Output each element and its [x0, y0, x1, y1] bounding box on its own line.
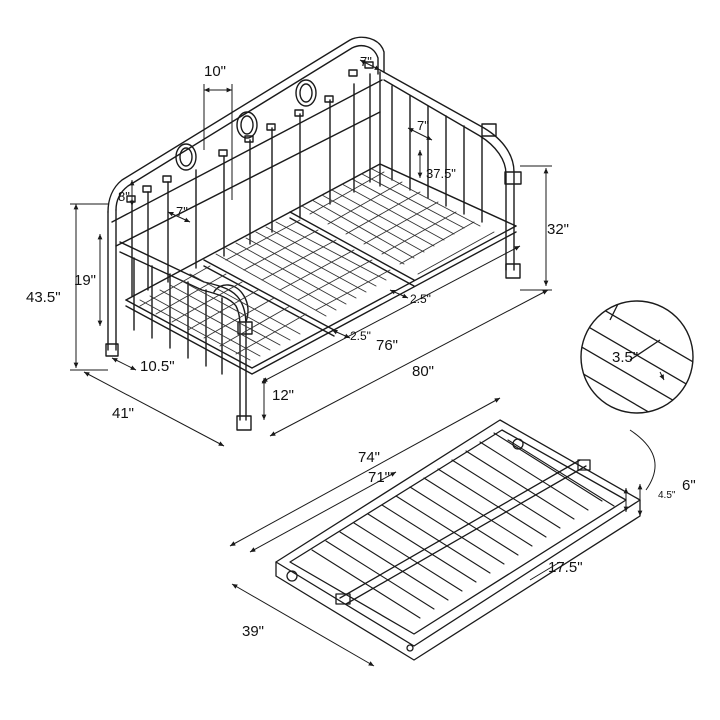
right-post-foot — [505, 263, 521, 279]
back-medallions — [175, 79, 317, 171]
dim-total-height: 43.5" — [26, 289, 61, 306]
deck-front-rail — [125, 225, 517, 369]
right-arm-rail-inner — [383, 79, 507, 271]
back-mid-rail — [115, 111, 381, 247]
right-arm-spindles — [391, 85, 483, 223]
dim-seat-height: 19" — [74, 272, 96, 289]
back-lower-rail — [111, 79, 383, 223]
front-arm-curl — [213, 284, 249, 323]
dim-arm-height: 32" — [547, 221, 569, 238]
trundle-dimension-labels: 3.5" 74" 71" 6" 4.5" 17.5" 39" — [242, 349, 696, 640]
right-arm-cap — [481, 123, 497, 137]
dim-rail-side-gap: 7" — [417, 118, 429, 133]
dim-trundle-inner-length: 71" — [368, 469, 390, 486]
dim-rail-top-gap: 7" — [360, 54, 372, 69]
dim-slat-span: 17.5" — [548, 559, 583, 576]
trundle-casters — [286, 438, 524, 652]
front-left-foot — [236, 415, 252, 431]
deck-support-1 — [203, 259, 335, 331]
dim-trundle-inner-height: 4.5" — [658, 490, 676, 501]
dim-knob-gap: 8" — [118, 189, 130, 204]
trundle-dimension-lines — [229, 397, 656, 667]
dim-support-gap-left: 2.5" — [350, 329, 371, 343]
trundle-drawing — [275, 419, 641, 661]
right-post-collar — [504, 171, 522, 185]
back-top-rail-inner — [115, 45, 379, 211]
back-left-post-foot — [105, 343, 119, 357]
front-arm-spindles — [133, 257, 223, 375]
trundle-front-side — [275, 499, 641, 661]
dim-spindle-gap: 7" — [176, 204, 188, 219]
back-spindles — [131, 73, 371, 297]
dim-deck-depth: 37.5" — [426, 166, 456, 181]
front-arm-rail-inner — [119, 251, 241, 421]
dim-leg-depth: 10.5" — [140, 358, 175, 375]
dim-total-length: 80" — [412, 363, 434, 380]
dim-total-width: 41" — [112, 405, 134, 422]
dim-trundle-height: 6" — [682, 477, 696, 494]
dim-support-gap-right: 2.5" — [410, 292, 431, 306]
back-knobs — [126, 61, 374, 203]
dim-detail-slat-width: 3.5" — [612, 349, 638, 366]
slat-detail-callout — [580, 300, 694, 414]
dim-trundle-outer-length: 74" — [358, 449, 380, 466]
dim-deck-length: 76" — [376, 337, 398, 354]
dim-clearance: 12" — [272, 387, 294, 404]
dim-trundle-width: 39" — [242, 623, 264, 640]
trundle-bracket-right — [577, 459, 591, 471]
back-top-rail — [107, 36, 385, 213]
back-left-post — [107, 209, 117, 351]
deck-support-2b — [289, 217, 415, 287]
trundle-outer-frame — [275, 419, 641, 647]
dim-finial-width: 10" — [204, 63, 226, 80]
